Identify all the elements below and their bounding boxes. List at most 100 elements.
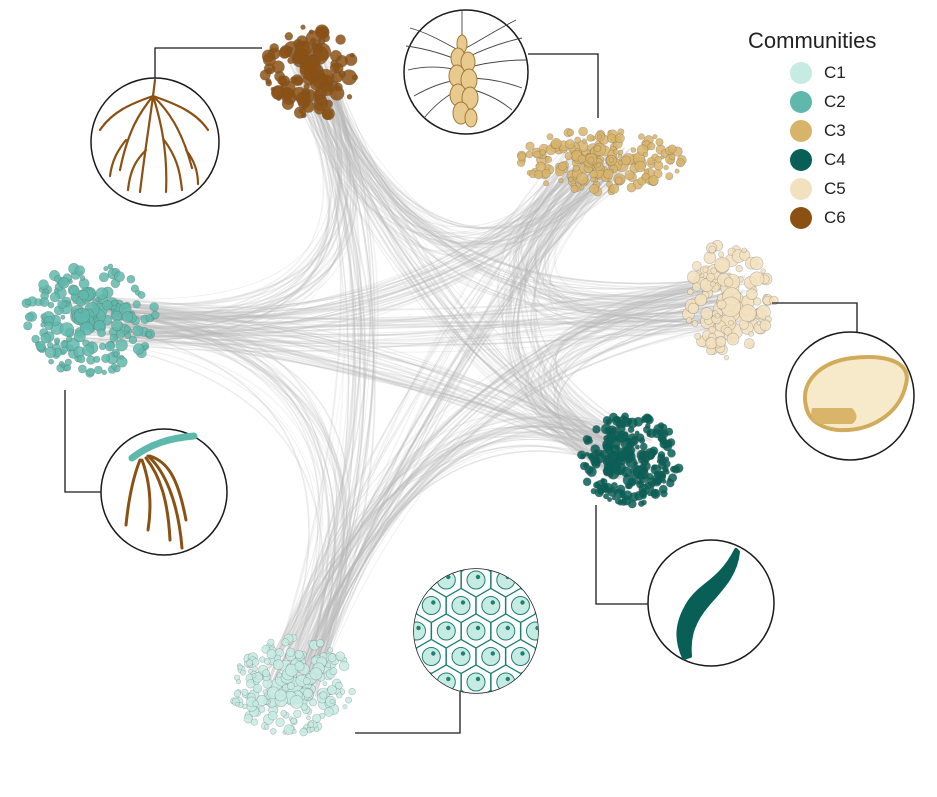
network-edge <box>317 416 653 678</box>
legend-item-c6: C6 <box>748 203 876 232</box>
network-node <box>626 417 638 429</box>
network-node <box>329 49 342 62</box>
network-edge <box>77 52 339 328</box>
network-edge <box>556 289 748 472</box>
cell-nucleus <box>416 676 421 682</box>
network-node <box>685 317 693 324</box>
network-edge <box>303 425 619 689</box>
network-edge <box>102 304 345 682</box>
network-edge <box>78 314 640 450</box>
network-node <box>77 308 84 314</box>
network-edge <box>525 161 737 296</box>
legend-title: Communities <box>748 28 877 53</box>
network-edge <box>530 288 717 475</box>
network-edge <box>283 170 592 669</box>
cell-body <box>541 648 559 666</box>
network-edge <box>292 54 747 297</box>
network-edge <box>328 89 587 252</box>
network-node <box>269 43 280 53</box>
cell-body <box>466 621 486 641</box>
network-edge <box>547 152 729 328</box>
network-node <box>316 639 325 648</box>
network-node <box>714 256 731 273</box>
network-node <box>262 689 268 695</box>
network-edge <box>298 325 748 672</box>
network-edge <box>555 300 742 444</box>
network-node <box>691 320 699 327</box>
network-edge <box>329 86 737 323</box>
cell-body <box>451 647 471 666</box>
network-edge <box>70 302 621 480</box>
cell-wall <box>372 563 402 597</box>
network-node <box>715 336 727 348</box>
network-node <box>312 713 322 723</box>
network-edge <box>524 280 734 471</box>
network-node <box>667 448 676 458</box>
network-node <box>617 153 623 159</box>
network-edge <box>287 450 649 692</box>
wheat-spike-icon <box>403 9 529 135</box>
cell-body <box>481 596 501 615</box>
network-node <box>308 721 315 728</box>
network-edge <box>537 274 714 468</box>
network-node <box>640 492 647 500</box>
network-edge <box>86 87 334 300</box>
network-node <box>253 683 263 694</box>
network-edge <box>73 300 749 328</box>
network-edge <box>116 299 711 335</box>
cell-nucleus <box>460 651 466 656</box>
network-edge <box>518 170 738 309</box>
network-edge <box>68 308 609 449</box>
seedling-root-icon <box>100 428 228 556</box>
network-node <box>702 266 709 273</box>
network-node <box>276 672 283 679</box>
network-edge <box>270 300 713 669</box>
network-node <box>110 363 118 370</box>
network-edge <box>110 279 727 345</box>
network-node <box>544 155 553 164</box>
cell-nucleus <box>490 600 495 605</box>
network-edge <box>295 282 746 693</box>
cell-nucleus <box>475 574 481 580</box>
legend-label-c2: C2 <box>824 91 846 111</box>
network-edge <box>83 291 744 320</box>
cell-nucleus <box>520 651 525 656</box>
network-edge <box>286 145 567 679</box>
network-edge <box>320 75 722 304</box>
network-node <box>327 653 337 663</box>
network-node <box>109 333 119 343</box>
network-edge <box>118 76 329 338</box>
network-edge <box>291 88 622 238</box>
network-edge <box>549 301 713 458</box>
network-edge <box>315 61 376 666</box>
cell-wall <box>565 589 595 623</box>
network-edge <box>108 303 735 324</box>
network-node <box>76 354 86 364</box>
network-edge <box>295 424 618 672</box>
network-node <box>647 157 655 165</box>
network-node <box>663 456 670 462</box>
network-edge <box>86 299 743 343</box>
network-node <box>603 168 614 179</box>
network-edge <box>311 431 618 700</box>
community-cluster-c3 <box>516 126 687 197</box>
network-edge <box>324 79 615 249</box>
network-node <box>321 107 335 121</box>
network-edge <box>265 425 617 675</box>
cell-wall <box>505 569 536 573</box>
network-edge <box>301 88 643 445</box>
cell-body <box>421 647 441 666</box>
community-cluster-c6 <box>259 24 359 121</box>
network-edge <box>71 314 634 457</box>
cell-wall <box>414 638 417 675</box>
network-node <box>550 137 562 149</box>
network-node <box>74 307 90 324</box>
cell-nucleus <box>475 625 481 631</box>
network-node <box>651 464 658 471</box>
network-edge <box>65 287 723 337</box>
network-node <box>667 477 672 483</box>
network-node <box>60 314 66 320</box>
network-node <box>587 156 595 164</box>
network-edge <box>289 52 365 674</box>
network-edge <box>118 334 647 479</box>
